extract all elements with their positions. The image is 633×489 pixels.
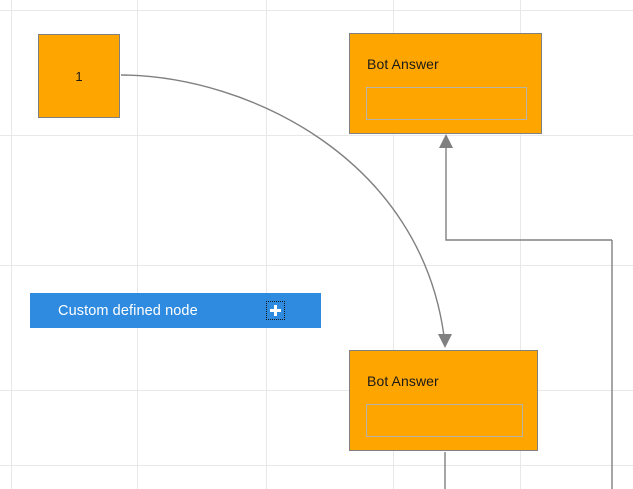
edge-loop-to-bot-answer-top[interactable] xyxy=(445,147,612,241)
bot-answer-slot-top[interactable] xyxy=(366,87,527,120)
start-node-label: 1 xyxy=(75,68,83,84)
bot-answer-slot-bottom[interactable] xyxy=(366,404,523,437)
arrowhead-up-icon xyxy=(439,134,453,148)
bot-answer-node-top[interactable]: Bot Answer xyxy=(349,33,542,134)
custom-defined-node-label: Custom defined node xyxy=(58,302,198,319)
bot-answer-node-bottom[interactable]: Bot Answer xyxy=(349,350,538,451)
start-node[interactable]: 1 xyxy=(38,34,120,118)
arrowhead-down-icon xyxy=(438,334,452,348)
custom-defined-node-bar[interactable]: Custom defined node xyxy=(30,293,321,328)
bot-answer-title-bottom: Bot Answer xyxy=(367,373,439,389)
bot-answer-title-top: Bot Answer xyxy=(367,56,439,72)
plus-icon[interactable] xyxy=(266,301,285,320)
